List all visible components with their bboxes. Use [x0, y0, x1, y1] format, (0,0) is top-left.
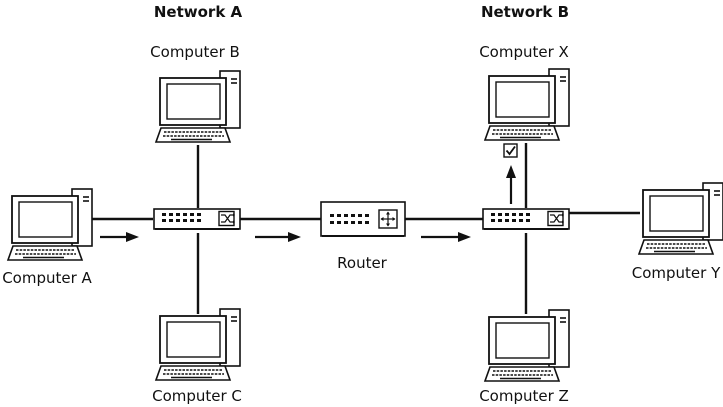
switch-network-b — [482, 208, 570, 230]
computer-c-label: Computer C — [152, 387, 242, 405]
computer-x: Computer X — [479, 43, 570, 141]
desktop-computer-icon — [484, 309, 570, 382]
arrow-icon — [506, 165, 516, 204]
network-a-title: Network A — [154, 3, 243, 21]
computer-y: Computer Y — [632, 182, 723, 282]
desktop-computer-icon — [155, 70, 241, 143]
arrow-icon — [100, 232, 139, 242]
computer-a: Computer A — [2, 188, 93, 287]
computer-c: Computer C — [152, 308, 242, 405]
desktop-computer-icon — [638, 182, 723, 255]
computer-x-label: Computer X — [479, 43, 569, 61]
checkmark-icon — [503, 143, 518, 158]
computer-z-label: Computer Z — [479, 387, 569, 405]
router: Router — [320, 201, 406, 272]
computer-b: Computer B — [150, 43, 241, 143]
network-links — [92, 143, 640, 314]
network-switch-icon — [482, 208, 570, 230]
router-icon — [320, 201, 406, 237]
computer-a-label: Computer A — [2, 269, 92, 287]
traffic-arrows — [100, 165, 516, 242]
network-b-title: Network B — [481, 3, 569, 21]
computer-z: Computer Z — [479, 309, 570, 405]
computer-y-label: Computer Y — [632, 264, 721, 282]
desktop-computer-icon — [155, 308, 241, 381]
arrow-icon — [255, 232, 301, 242]
arrow-icon — [421, 232, 471, 242]
desktop-computer-icon — [484, 68, 570, 141]
router-label: Router — [337, 254, 388, 272]
network-switch-icon — [153, 208, 241, 230]
desktop-computer-icon — [7, 188, 93, 261]
switch-network-a — [153, 208, 241, 230]
computer-b-label: Computer B — [150, 43, 240, 61]
